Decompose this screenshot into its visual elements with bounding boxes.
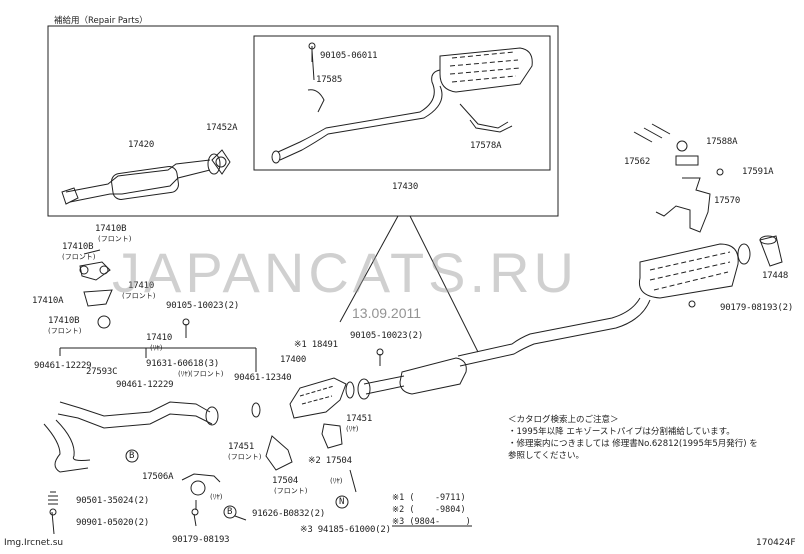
- part-90179-08193-rear[interactable]: 90179-08193(2): [720, 303, 794, 313]
- part-17410-a[interactable]: 17410: [128, 281, 155, 291]
- marker-b-1: [125, 449, 139, 463]
- sublabel-17410b-a: (フロント): [98, 235, 132, 243]
- repair-parts-frame: [47, 25, 559, 217]
- part-18491[interactable]: ※1 18491: [294, 340, 338, 350]
- notes-line-2: ・修理案内につきましては 修理書No.62812(1995年5月発行) を: [508, 439, 758, 449]
- part-17420[interactable]: 17420: [128, 140, 155, 150]
- part-17504-b[interactable]: 17504: [272, 476, 299, 486]
- part-17452a[interactable]: 17452A: [206, 123, 238, 133]
- sublabel-17504-a: (フロント): [274, 487, 308, 495]
- part-90501-35024[interactable]: 90501-35024(2): [76, 496, 150, 506]
- sublabel-17451-b: (ﾘﾔ): [346, 425, 359, 433]
- part-90105-10023-b[interactable]: 90105-10023(2): [350, 331, 424, 341]
- part-17588a[interactable]: 17588A: [706, 137, 738, 147]
- sublabel-17410-a: (フロント): [122, 292, 156, 300]
- marker-b-2: [223, 505, 237, 519]
- notes-line-3: 参照してください。: [508, 451, 584, 461]
- footer-code: 170424F: [756, 538, 796, 548]
- part-17451-a[interactable]: 17451: [228, 442, 255, 452]
- part-17506a[interactable]: 17506A: [142, 472, 174, 482]
- part-90901-05020[interactable]: 90901-05020(2): [76, 518, 150, 528]
- part-91631-60618[interactable]: 91631-60618(3): [146, 359, 220, 369]
- part-17448[interactable]: 17448: [762, 271, 789, 281]
- catalog-notes: ＜カタログ検索上のご注意＞ ・1995年以降 エキゾーストパイプは分割補給してい…: [508, 414, 758, 462]
- watermark: JAPANCATS.RU: [112, 241, 578, 304]
- part-17578a[interactable]: 17578A: [470, 141, 502, 151]
- part-90179-08193-bottom[interactable]: 90179-08193: [172, 535, 230, 545]
- sublabel-90461-12229-b: (ﾘﾔ): [178, 370, 191, 378]
- part-17400[interactable]: 17400: [280, 355, 307, 365]
- notes-line-1: ・1995年以降 エキゾーストパイプは分割補給しています。: [508, 427, 735, 437]
- part-17410-b[interactable]: 17410: [146, 333, 173, 343]
- part-90461-12340[interactable]: 90461-12340: [234, 373, 292, 383]
- part-17430[interactable]: 17430: [392, 182, 419, 192]
- legend-row-2: ※2 ( -9804): [392, 505, 466, 515]
- legend-row-3: ※3 (9804- ): [392, 517, 471, 527]
- sublabel-17410b-b: (フロント): [62, 253, 96, 261]
- repair-parts-label: 補給用（Repair Parts）: [54, 16, 148, 26]
- sublabel-91631: (フロント): [190, 370, 224, 378]
- part-17504-a[interactable]: ※2 17504: [308, 456, 352, 466]
- marker-b-label-2: B: [227, 507, 233, 517]
- part-17562[interactable]: 17562: [624, 157, 651, 167]
- part-90105-06011[interactable]: 90105-06011: [320, 51, 378, 61]
- watermark-date: 13.09.2011: [352, 305, 422, 321]
- sublabel-17410b-c: (フロント): [48, 327, 82, 335]
- marker-n-label: N: [339, 497, 345, 507]
- part-90461-12229-a[interactable]: 90461-12229: [34, 361, 92, 371]
- part-17451-b[interactable]: 17451: [346, 414, 373, 424]
- sublabel-17451-a: (フロント): [228, 453, 262, 461]
- part-17410b-a[interactable]: 17410B: [95, 224, 127, 234]
- sublabel-17504-b: (ﾘﾔ): [330, 477, 343, 485]
- part-17585[interactable]: 17585: [316, 75, 343, 85]
- part-94185-61000[interactable]: ※3 94185-61000(2): [300, 525, 391, 535]
- sublabel-17410-b: (ﾘﾔ): [150, 344, 163, 352]
- part-17410a[interactable]: 17410A: [32, 296, 64, 306]
- notes-title: ＜カタログ検索上のご注意＞: [508, 415, 619, 425]
- marker-b-label-1: B: [129, 451, 135, 461]
- part-90461-12229-b[interactable]: 90461-12229: [116, 380, 174, 390]
- footer-source: Img.Ircnet.su: [4, 538, 64, 548]
- part-17591a[interactable]: 17591A: [742, 167, 774, 177]
- subassembly-frame: [253, 35, 551, 171]
- part-27593c[interactable]: 27593C: [86, 367, 118, 377]
- sublabel-17506a: (ﾘﾔ): [210, 493, 223, 501]
- part-17570[interactable]: 17570: [714, 196, 741, 206]
- part-17410b-c[interactable]: 17410B: [48, 316, 80, 326]
- part-91626-b0832[interactable]: 91626-B0832(2): [252, 509, 326, 519]
- legend-row-1: ※1 ( -9711): [392, 493, 466, 503]
- part-17410b-b[interactable]: 17410B: [62, 242, 94, 252]
- marker-n: [335, 495, 349, 509]
- part-90105-10023-a[interactable]: 90105-10023(2): [166, 301, 240, 311]
